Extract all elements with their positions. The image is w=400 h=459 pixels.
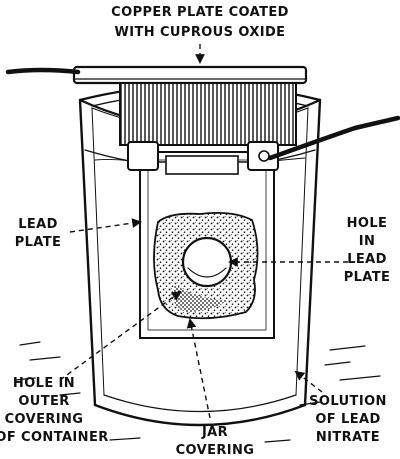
label-hole-lead-line1: HOLE: [347, 216, 388, 231]
label-hole-outer-line4: OF CONTAINER: [0, 430, 109, 445]
label-solution-line2: OF LEAD: [315, 412, 380, 427]
label-hole-outer-line3: COVERING: [5, 412, 84, 427]
plate-clips: [127, 141, 279, 175]
glass-container: [78, 83, 322, 427]
jar-covering-patch: [153, 211, 259, 320]
label-hole-lead-line3: LEAD: [347, 252, 387, 267]
wires: [5, 67, 400, 161]
label-hole-outer-line2: OUTER: [18, 394, 69, 409]
leader-lines: [59, 44, 348, 419]
label-jar-covering-line2: COVERING: [176, 443, 255, 458]
label-copper-plate-line1: COPPER PLATE COATED: [111, 5, 289, 20]
label-hole-outer-line1: HOLE IN: [13, 376, 75, 391]
label-lead-plate-line1: LEAD: [18, 217, 58, 232]
label-solution-line3: NITRATE: [316, 430, 380, 445]
label-hole-lead-line2: IN: [359, 234, 376, 249]
label-jar-covering-line1: JAR: [201, 425, 228, 440]
hole-in-lead-plate: [181, 236, 233, 288]
ground-strokes: [14, 341, 381, 443]
label-copper-plate-line2: WITH CUPROUS OXIDE: [115, 25, 286, 40]
label-hole-lead-line4: PLATE: [344, 270, 391, 285]
copper-plate: [72, 65, 308, 146]
label-solution-line1: SOLUTION: [309, 394, 387, 409]
label-lead-plate-line2: PLATE: [15, 235, 62, 250]
